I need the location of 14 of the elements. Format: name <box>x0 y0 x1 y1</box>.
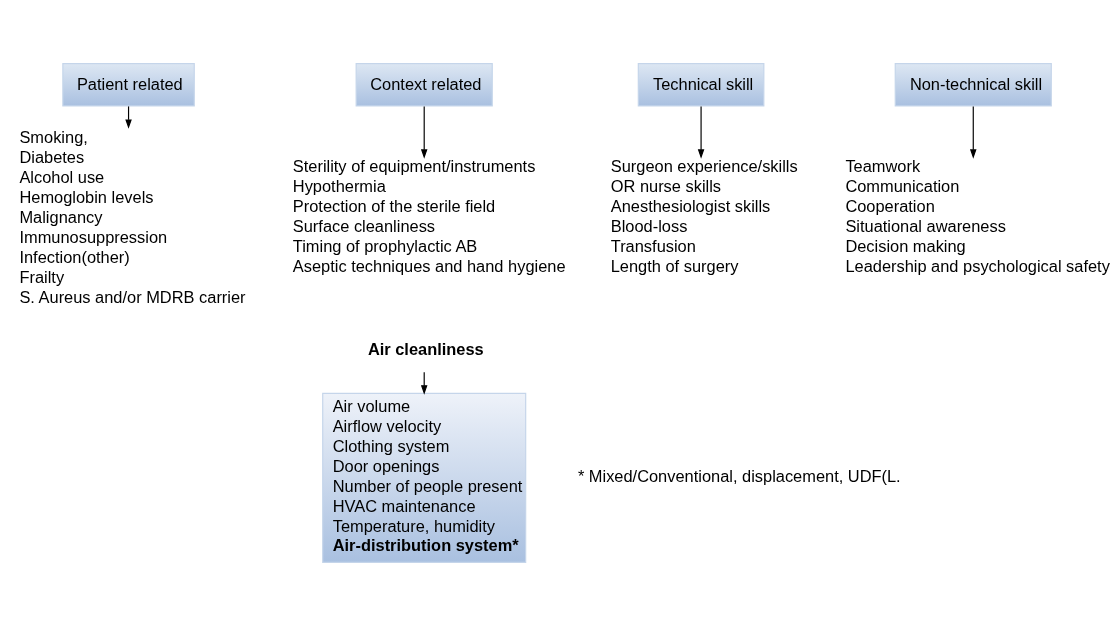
arrow <box>420 105 428 159</box>
node-label: * Mixed/Conventional, displacement, UDF(L. <box>577 467 901 486</box>
node-box: Context related <box>355 63 493 107</box>
node-text: Sterility of equipment/instruments Hypothermia Protection of the sterile field Surface cleanliness Timing of prophylactic AB Aseptic techniques and hand hygiene <box>292 157 566 276</box>
node-text: Surgeon experience/skills OR nurse skills Anesthesiologist skills Blood-loss Transfusion Length of surgery <box>610 157 798 276</box>
node-box: Technical skill <box>637 63 765 107</box>
arrow <box>969 105 977 159</box>
node-text: Air cleanliness <box>367 339 484 358</box>
node-text: Smoking, Diabetes Alcohol use Hemoglobin levels Malignancy Immunosuppression Infection(other) Frailty S. Aureus and/or MDRB carrier <box>19 128 246 306</box>
node-text: Teamwork Communication Cooperation Situational awareness Decision making Leadership and psychological safety <box>845 157 1110 276</box>
node-box: Air volume Airflow velocity Clothing system Door openings Number of people present HVAC maintenance Temperature, humidity Air-distribution system* <box>322 392 527 563</box>
node-box: Non-technical skill <box>894 63 1052 107</box>
node-box: Patient related <box>62 63 195 107</box>
arrow <box>697 105 705 159</box>
